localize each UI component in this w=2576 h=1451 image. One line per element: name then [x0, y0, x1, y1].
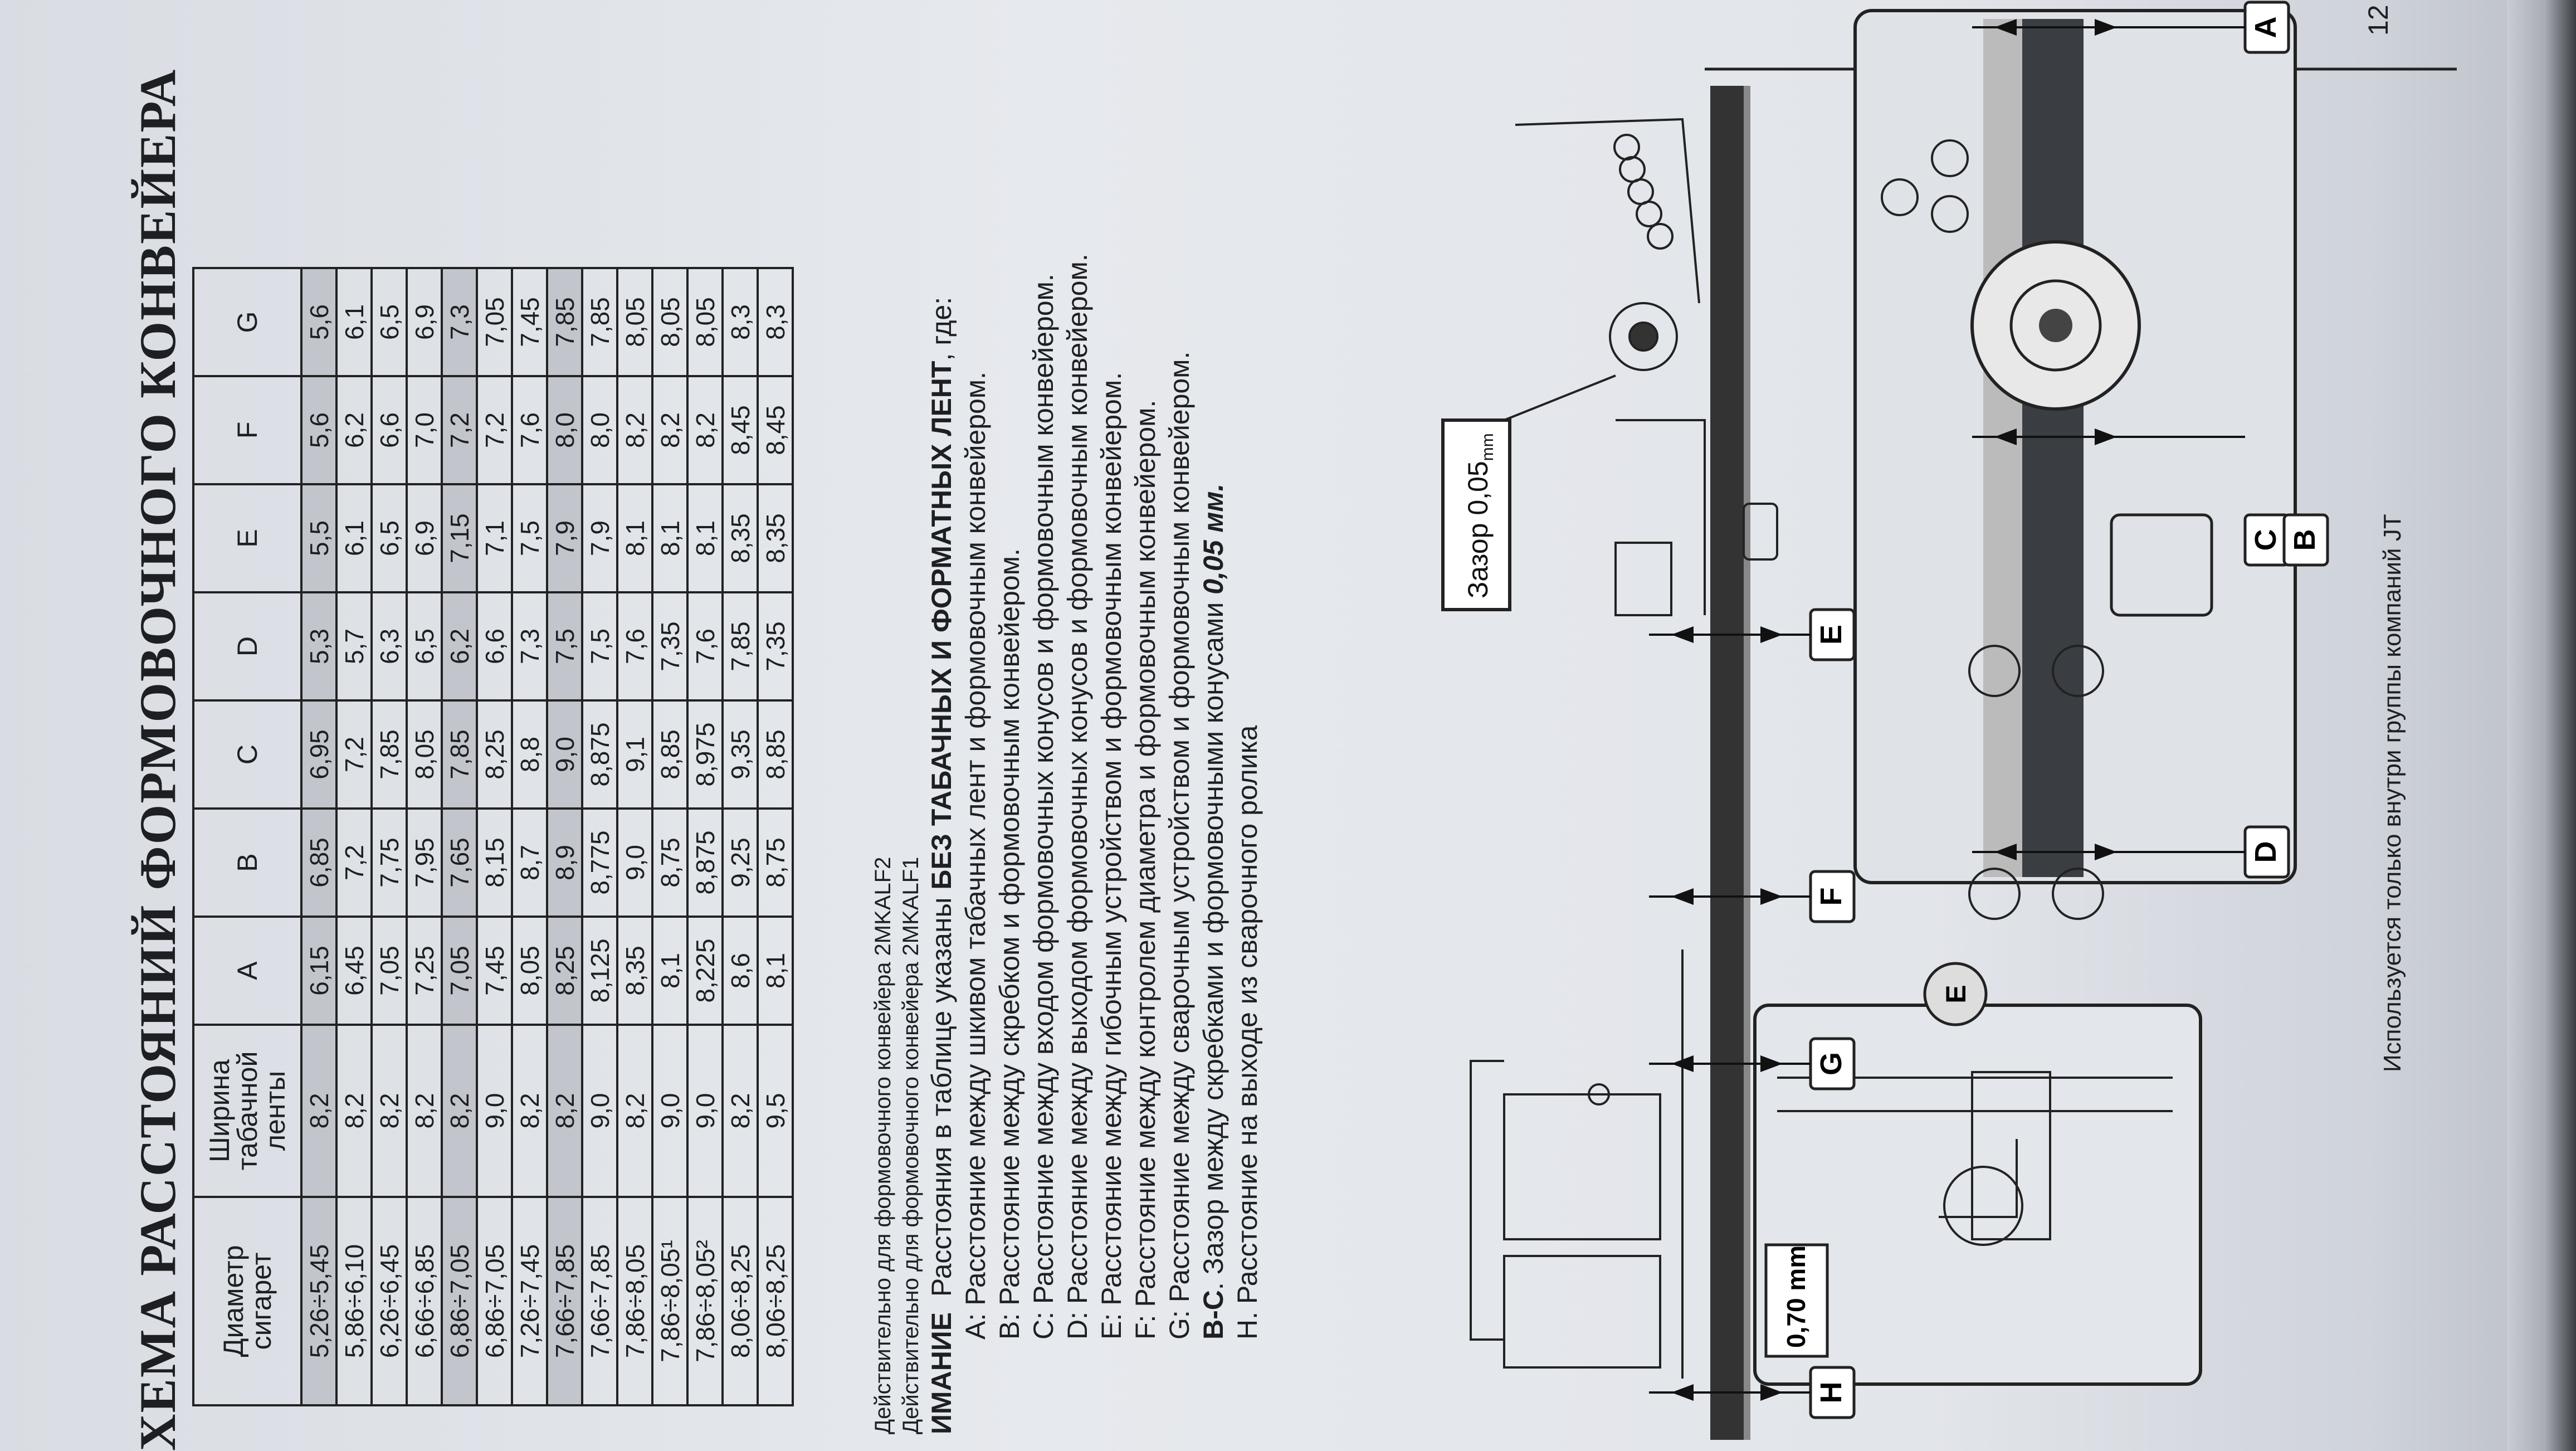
detail-e-circle: [1923, 962, 1988, 1026]
detail-e-label: E: [1940, 985, 1972, 1003]
label-e: E: [1814, 625, 1848, 645]
label-h: H: [1814, 1382, 1848, 1404]
gap-callout-text: Зазор 0,05mm: [1462, 433, 1497, 598]
detail-belt: [2022, 19, 2084, 877]
detail-dim-text: 0,70 mm: [1782, 1245, 1811, 1348]
label-a: A: [2249, 17, 2282, 38]
mechanism-outline: [1515, 118, 1700, 304]
conveyor-belt: [1710, 86, 1744, 1440]
bracket: [2110, 513, 2213, 617]
label-boxes: H G F E D C B A: [1809, 1, 2329, 1419]
label-c: C: [2249, 529, 2282, 551]
detail-dim-box: [1764, 1243, 1829, 1358]
label-b: B: [2288, 529, 2321, 551]
label-g: G: [1814, 1052, 1848, 1075]
label-f: F: [1814, 888, 1848, 906]
page-edge-shadow: [2507, 0, 2576, 1451]
gap-callout-box: [1441, 418, 1511, 611]
footer-text: Используется только внутри группы компан…: [2379, 514, 2406, 1072]
page-number: 12: [2363, 4, 2394, 36]
label-d: D: [2249, 841, 2282, 863]
